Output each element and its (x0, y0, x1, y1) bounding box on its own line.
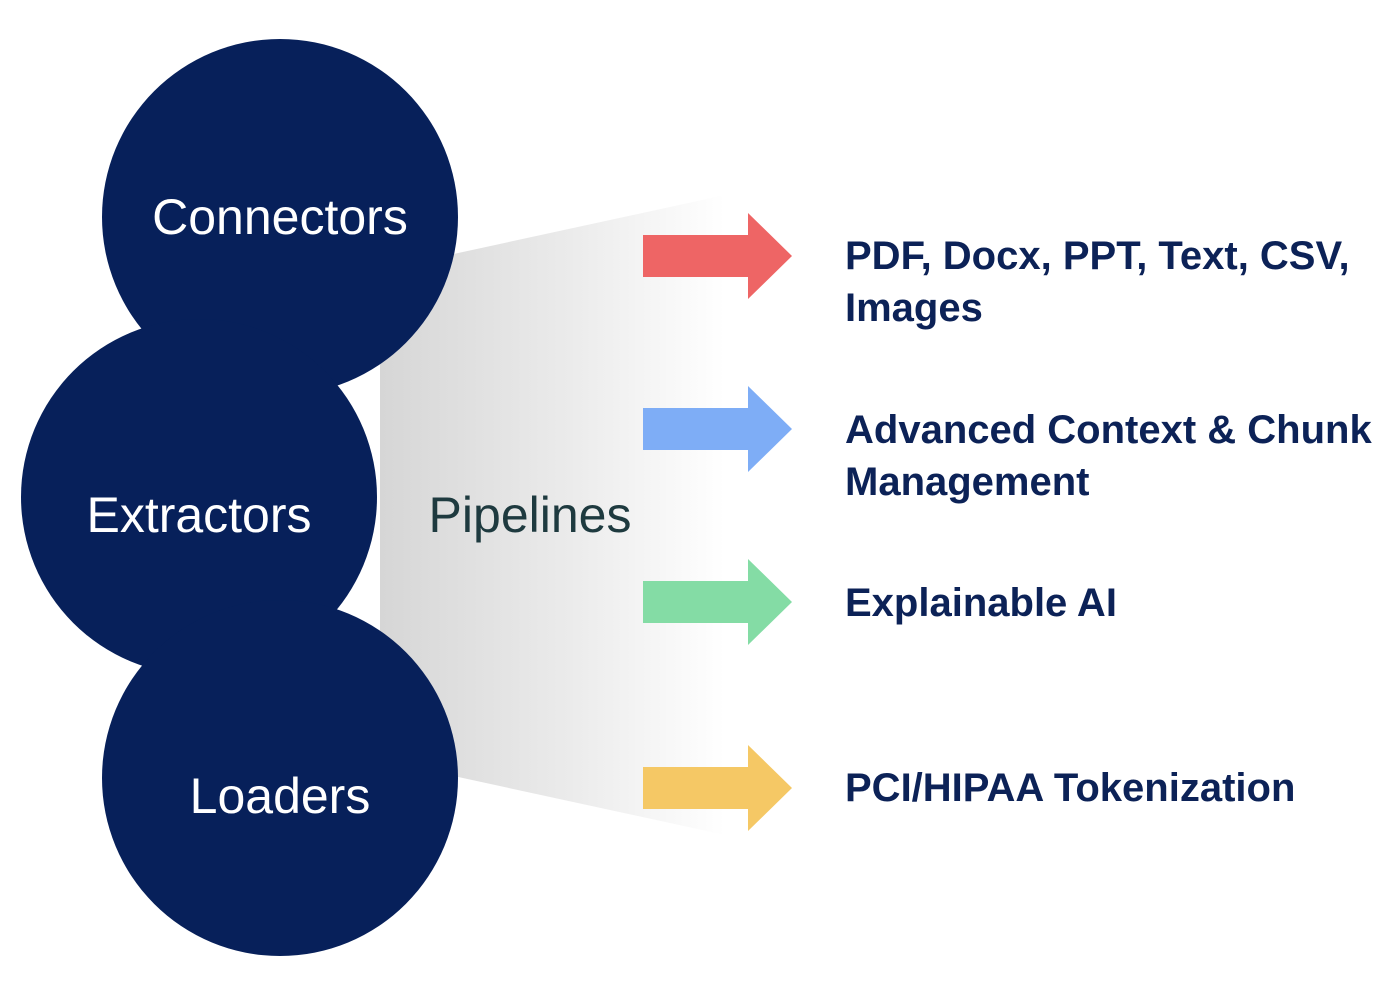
feature-context-chunk-line1: Advanced Context & Chunk (845, 408, 1372, 452)
feature-context-chunk-line2: Management (845, 460, 1090, 504)
pipeline-fan (380, 195, 725, 835)
feature-tokenization-line1: PCI/HIPAA Tokenization (845, 766, 1296, 810)
extractors-circle (21, 319, 377, 675)
connectors-label: Connectors (152, 189, 408, 245)
feature-explainable-ai: Explainable AI (845, 577, 1390, 629)
feature-file-formats-line2: Images (845, 286, 983, 330)
feature-context-chunk: Advanced Context & Chunk Management (845, 404, 1390, 508)
loaders-circle (102, 600, 458, 956)
feature-explainable-ai-line1: Explainable AI (845, 581, 1117, 625)
arrow-right-icon (643, 213, 792, 299)
pipelines-label: Pipelines (429, 487, 632, 543)
feature-tokenization: PCI/HIPAA Tokenization (845, 762, 1390, 814)
arrow-right-icon (643, 559, 792, 645)
feature-file-formats-line1: PDF, Docx, PPT, Text, CSV, (845, 234, 1350, 278)
arrow-right-icon (643, 386, 792, 472)
feature-file-formats: PDF, Docx, PPT, Text, CSV, Images (845, 230, 1390, 334)
loaders-label: Loaders (190, 768, 371, 824)
arrow-right-icon (643, 745, 792, 831)
connectors-circle (102, 39, 458, 395)
extractors-label: Extractors (86, 487, 311, 543)
